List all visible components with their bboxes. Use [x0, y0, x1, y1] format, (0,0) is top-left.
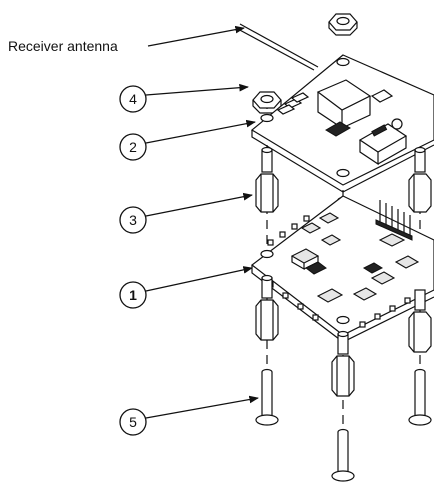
callout-3: 3	[119, 192, 253, 234]
callout-5: 5	[119, 395, 259, 436]
standoff-lower-right	[408, 289, 432, 353]
receiver-antenna-callout: Receiver antenna	[8, 25, 245, 54]
pin-header	[375, 200, 413, 241]
standoffs-lower	[255, 274, 432, 397]
screws	[255, 368, 432, 482]
callout-1: 1	[119, 266, 253, 309]
fc-components	[290, 212, 420, 303]
standoff-lower-center	[331, 330, 355, 397]
board-edge-notches	[267, 215, 411, 328]
smd-components	[276, 89, 394, 137]
flight-controller-board	[251, 195, 434, 343]
receiver-board	[235, 23, 434, 193]
hex-nut-top	[328, 13, 358, 36]
callout-1-number: 1	[129, 287, 137, 303]
callout-4-number: 4	[129, 91, 137, 107]
receiver-antenna-label: Receiver antenna	[8, 38, 118, 54]
hex-nut-left	[252, 91, 282, 114]
usb-connector	[358, 118, 408, 166]
callout-2-number: 2	[129, 139, 137, 155]
standoff-lower-left	[255, 274, 279, 341]
antenna-wire	[235, 27, 315, 71]
screw-left	[255, 368, 279, 426]
callout-4: 4	[119, 83, 249, 113]
callout-5-number: 5	[129, 414, 137, 430]
screw-right	[408, 368, 432, 426]
standoff-left	[255, 146, 279, 213]
screw-center	[331, 428, 355, 482]
rf-shield-can	[316, 79, 372, 130]
callout-3-number: 3	[129, 212, 137, 228]
standoff-right	[408, 146, 432, 213]
callout-2: 2	[119, 119, 256, 161]
